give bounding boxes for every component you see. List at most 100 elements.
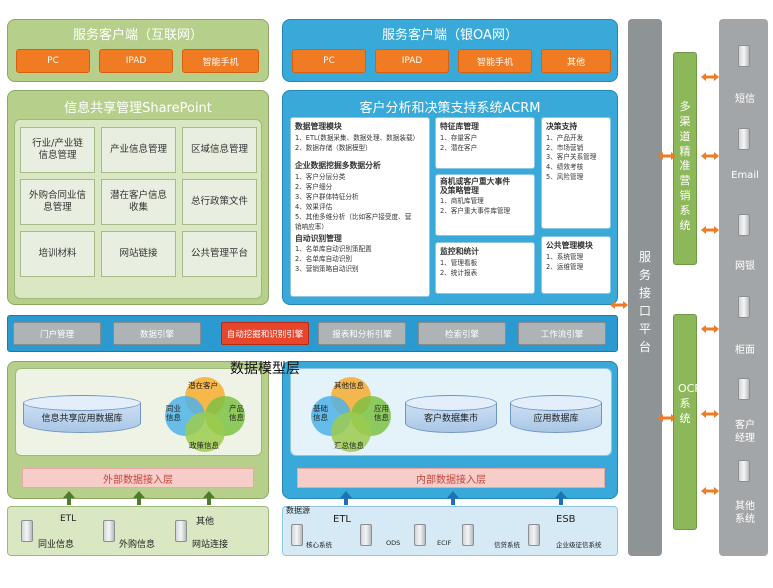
acrm-events-item: 2、客户重大事件库管理	[440, 206, 511, 215]
right-etl-label: ETL	[333, 514, 351, 525]
server-icon	[291, 524, 303, 546]
sp-website-links[interactable]: 网站链接	[101, 231, 176, 277]
up-arrow-icon	[203, 491, 215, 505]
acrm-data-mgmt-item: 2、数据存储（数据模型）	[295, 143, 372, 152]
channel-other-systems[interactable]: 其他 系统	[735, 501, 755, 525]
server-icon	[738, 296, 750, 318]
datasource-title: 数据源	[286, 506, 310, 515]
sp-purchased-peer[interactable]: 外购合同业信 息管理	[20, 179, 95, 225]
venn-label-policy: 政策信息	[189, 441, 219, 450]
acrm-public-item: 2、运维管理	[546, 262, 584, 271]
server-icon	[738, 378, 750, 400]
venn-circle-policy	[185, 412, 225, 452]
internet-client-panel: 服务客户端（互联网） PC IPAD 智能手机	[7, 19, 269, 82]
ods-source: ODS	[386, 539, 401, 547]
engine-portal[interactable]: 门户管理	[13, 322, 101, 345]
internet-pc-button[interactable]: PC	[16, 49, 90, 73]
internal-sources-panel	[282, 506, 618, 556]
engine-auto-mining[interactable]: 自动挖掘和识别引擎	[221, 322, 309, 345]
bank-ipad-button[interactable]: IPAD	[375, 49, 449, 73]
sp-policy-files[interactable]: 总行政策文件	[182, 179, 257, 225]
internal-access-layer: 内部数据接入层	[297, 468, 605, 488]
sp-public-platform[interactable]: 公共管理平台	[182, 231, 257, 277]
acrm-mining-item: 5、其他多维分析（比如客户接受度、营	[295, 212, 412, 221]
acrm-public-title: 公共管理模块	[546, 241, 593, 250]
acrm-decision-item: 1、产品开发	[546, 133, 584, 142]
engine-data[interactable]: 数据引擎	[113, 322, 201, 345]
engine-search[interactable]: 检索引擎	[418, 322, 506, 345]
acrm-auto-item: 1、名单库自动识别策配置	[295, 245, 372, 254]
sp-region-info[interactable]: 区域信息管理	[182, 127, 257, 173]
bidirectional-arrow-icon	[658, 414, 676, 422]
venn-circle-summary	[331, 412, 371, 452]
multichannel-marketing-panel	[673, 52, 697, 265]
channel-ebank[interactable]: 网银	[735, 261, 755, 272]
bidirectional-arrow-icon	[701, 410, 719, 418]
venn-label-potential: 潜在客户	[188, 381, 218, 390]
channel-email[interactable]: Email	[731, 170, 759, 181]
acrm-mining-item: 2、客户细分	[295, 183, 333, 192]
internet-ipad-button[interactable]: IPAD	[99, 49, 173, 73]
acrm-decision-item: 2、市场营销	[546, 143, 584, 152]
acrm-events-box: 商机或客户重大事件 及策略管理 1、商机库管理 2、客户重大事件库管理	[435, 174, 535, 236]
external-sources-panel	[7, 506, 269, 556]
acrm-feature-item: 1、存量客户	[440, 133, 478, 142]
server-icon	[414, 524, 426, 546]
acrm-events-item: 1、商机库管理	[440, 196, 484, 205]
internet-smartphone-button[interactable]: 智能手机	[182, 49, 259, 73]
venn-label-base: 基础 信息	[313, 404, 328, 422]
sharepoint-panel: 信息共享管理SharePoint 行业/产业链 信息管理 产业信息管理 区域信息…	[7, 90, 269, 305]
engine-report[interactable]: 报表和分析引擎	[318, 322, 406, 345]
bidirectional-arrow-icon	[701, 152, 719, 160]
server-icon	[738, 214, 750, 236]
sp-industry-chain[interactable]: 行业/产业链 信息管理	[20, 127, 95, 173]
external-access-layer: 外部数据接入层	[22, 468, 254, 488]
server-icon	[738, 128, 750, 150]
bank-smartphone-button[interactable]: 智能手机	[458, 49, 532, 73]
up-arrow-icon	[133, 491, 145, 505]
channel-sms[interactable]: 短信	[735, 94, 755, 105]
server-icon	[738, 460, 750, 482]
bidirectional-arrow-icon	[610, 301, 628, 309]
acrm-title: 客户分析和决策支持系统ACRM	[359, 101, 541, 116]
website-link-source: 网站连接	[192, 540, 229, 550]
acrm-monitor-box: 监控和统计 1、管理看板 2、统计报表	[435, 242, 535, 294]
ocrm-panel	[673, 314, 697, 530]
acrm-data-mgmt-item: 1、ETL(数据采集、数据处理、数据装载）	[295, 133, 420, 142]
acrm-mining-title: 企业数据挖掘多数据分析	[295, 161, 381, 171]
sp-training[interactable]: 培训材料	[20, 231, 95, 277]
acrm-auto-item: 2、名单库自动识别	[295, 255, 352, 264]
acrm-mining-item: 1、客户分层分类	[295, 173, 346, 182]
bidirectional-arrow-icon	[701, 73, 719, 81]
acrm-monitor-item: 1、管理看板	[440, 258, 478, 267]
venn-label-summary: 汇总信息	[334, 441, 364, 450]
acrm-feature-item: 2、潜在客户	[440, 143, 478, 152]
service-interface-label: 服务接口平台	[638, 250, 651, 354]
sp-potential-customer[interactable]: 潜在客户信息 收集	[101, 179, 176, 225]
channel-account-manager[interactable]: 客户 经理	[735, 420, 755, 444]
acrm-data-mgmt-box: 数据管理模块 1、ETL(数据采集、数据处理、数据装载） 2、数据存储（数据模型…	[290, 117, 430, 297]
acrm-mining-item: 4、效果评估	[295, 202, 333, 211]
channel-counter[interactable]: 柜面	[735, 345, 755, 356]
sharepoint-database: 信息共享应用数据库	[23, 395, 141, 433]
server-icon	[462, 524, 474, 546]
bidirectional-arrow-icon	[658, 152, 676, 160]
sp-industry-info[interactable]: 产业信息管理	[101, 127, 176, 173]
venn-label-app: 应用 信息	[374, 404, 389, 422]
acrm-auto-title: 自动识别管理	[295, 233, 342, 243]
venn-label-product: 产品 信息	[229, 404, 244, 422]
bank-pc-button[interactable]: PC	[292, 49, 366, 73]
bidirectional-arrow-icon	[701, 325, 719, 333]
acrm-monitor-title: 监控和统计	[440, 247, 479, 256]
bank-client-title: 服务客户端（银OA网）	[382, 28, 518, 43]
engine-workflow[interactable]: 工作流引擎	[518, 322, 606, 345]
customer-mart-database: 客户数据集市	[405, 395, 497, 433]
server-icon	[738, 45, 750, 67]
sharepoint-database-label: 信息共享应用数据库	[41, 414, 123, 424]
app-database-label: 应用数据库	[533, 414, 579, 424]
ecif-source: ECIF	[437, 539, 452, 547]
bidirectional-arrow-icon	[701, 226, 719, 234]
bank-other-button[interactable]: 其他	[541, 49, 611, 73]
acrm-feature-title: 特征库管理	[440, 122, 479, 131]
acrm-mining-item: 3、客户群体特征分析	[295, 192, 359, 201]
